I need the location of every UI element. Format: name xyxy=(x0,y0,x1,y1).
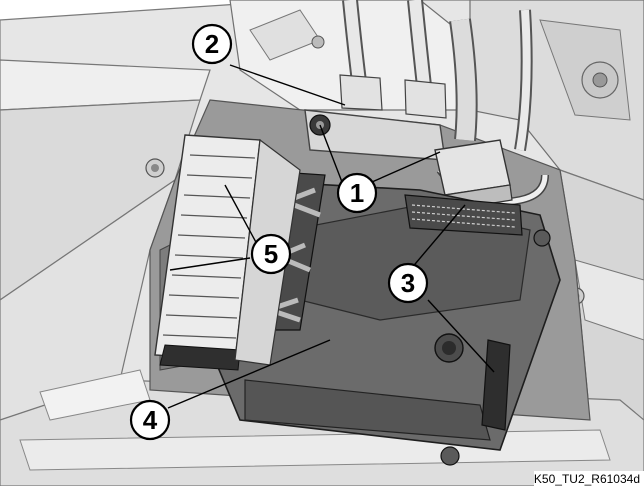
callout-3: 3 xyxy=(387,262,429,304)
callout-3-label: 3 xyxy=(401,268,415,298)
leader-5a xyxy=(224,184,259,247)
leader-4 xyxy=(167,339,331,409)
callout-5: 5 xyxy=(250,233,292,275)
reference-code-text: K50_TU2_R61034d xyxy=(534,472,640,486)
callout-2: 2 xyxy=(191,23,233,65)
callout-1-label: 1 xyxy=(350,178,364,208)
leader-3a xyxy=(409,204,466,271)
leader-1a xyxy=(319,124,343,183)
callout-5-label: 5 xyxy=(264,239,278,269)
connector-block-item-5 xyxy=(154,134,301,371)
leader-lines xyxy=(167,64,495,409)
callout-4: 4 xyxy=(129,399,171,441)
leader-5b xyxy=(169,257,251,271)
callout-1: 1 xyxy=(336,172,378,214)
reference-code: K50_TU2_R61034d xyxy=(534,471,644,486)
callout-2-label: 2 xyxy=(205,29,219,59)
leader-1b xyxy=(371,151,441,183)
leader-3b xyxy=(427,299,495,373)
bracket-item-2 xyxy=(304,74,447,161)
callout-4-label: 4 xyxy=(143,405,158,435)
leader-2 xyxy=(229,64,346,106)
